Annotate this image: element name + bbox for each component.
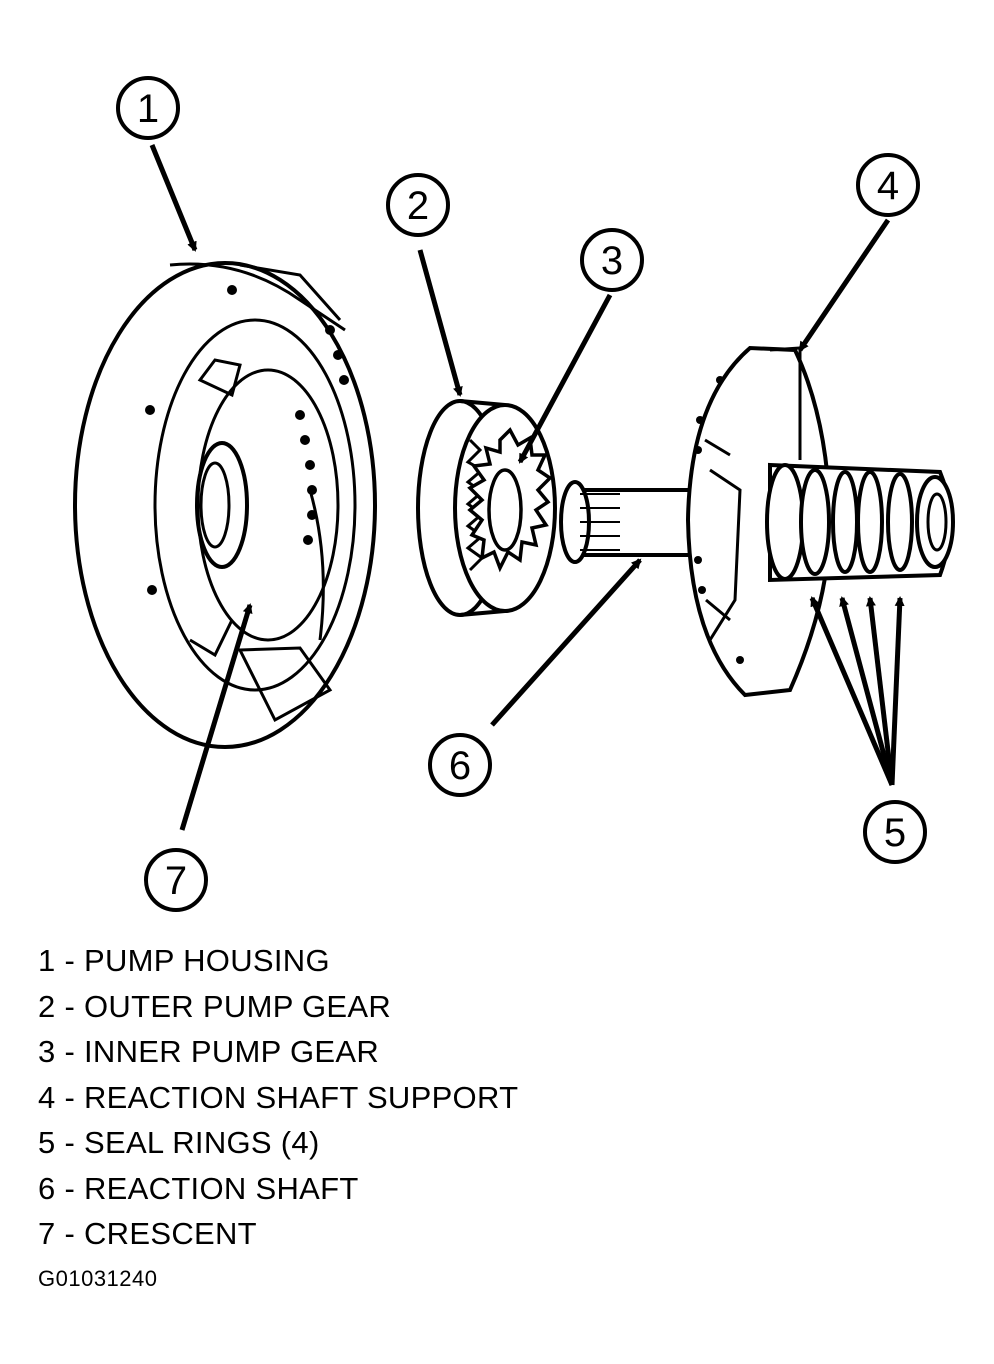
callout-7: 7 [144,848,208,912]
svg-text:5: 5 [884,811,906,855]
legend-item: 1 - PUMP HOUSING [38,943,330,978]
legend-item: 4 - REACTION SHAFT SUPPORT [38,1079,519,1115]
svg-text:4: 4 [877,164,899,208]
callout-2: 2 [386,173,450,237]
legend-item: 2 - OUTER PUMP GEAR [38,988,392,1024]
support-bolt-holes [694,376,744,664]
inner-pump-gear [467,427,553,573]
svg-text:7: 7 [165,859,187,903]
svg-text:3: 3 [601,239,623,283]
arrow-7 [179,603,253,831]
leader-arrows [149,144,905,831]
reaction-shaft-support [685,345,955,698]
callout-5: 5 [863,800,927,864]
reaction-shaft [559,480,692,564]
arrow-3 [517,293,613,464]
legend-item: 7 - CRESCENT [38,1216,257,1251]
legend-item: 5 - SEAL RINGS (4) [38,1125,320,1160]
arrow-6 [490,558,642,727]
legend-item: 6 - REACTION SHAFT [38,1170,359,1206]
arrow-2 [417,249,463,397]
svg-text:1: 1 [137,87,159,131]
arrow-5d [889,596,905,786]
callout-4: 4 [856,153,920,217]
pump-housing [73,261,377,749]
arrow-5b [839,596,895,786]
arrow-4 [797,218,891,352]
svg-text:6: 6 [449,744,471,788]
arrow-5a [809,596,895,786]
svg-text:2: 2 [407,184,429,228]
parts-legend: 1 - PUMP HOUSING 2 - OUTER PUMP GEAR 3 -… [38,938,518,1257]
pump-housing-bolt-holes [145,285,349,595]
figure-id: G01031240 [38,1266,158,1291]
callout-3: 3 [580,228,644,292]
callout-1: 1 [116,76,180,140]
arrow-1 [149,144,198,252]
legend-item: 3 - INNER PUMP GEAR [38,1034,380,1069]
callout-6: 6 [428,733,492,797]
arrow-5c [865,596,895,786]
exploded-pump-diagram: 1 2 3 4 5 6 7 [73,76,955,912]
